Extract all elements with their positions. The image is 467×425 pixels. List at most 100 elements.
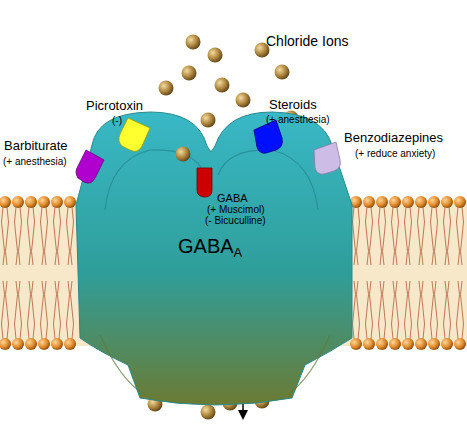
chloride-ion [275,65,290,80]
lipid-tail [58,281,61,339]
lipid-tail [431,207,434,265]
lipid-head [25,338,37,350]
lipid-head [51,338,63,350]
lipid-tail [392,281,395,339]
chloride-ion [182,66,197,81]
lipid-tail [41,207,44,265]
picrotoxin-site [119,118,150,151]
lipid-tail [6,207,9,265]
lipid-tail [418,207,421,265]
lipid-head [64,338,76,350]
ligand-name: GABA [217,192,248,204]
lipid-tail [422,207,425,265]
lipid-tail [396,207,399,265]
lipid-head [402,338,414,350]
lipid-tail [448,207,451,265]
lipid-tail [457,281,460,339]
lipid-tail [461,207,464,265]
lipid-tail [32,207,35,265]
lipid-tail [2,207,5,265]
chloride-ion [186,35,201,50]
receptor-label: GABA [178,235,234,257]
effect-note: (+ Muscimol) [207,204,265,215]
drug-name: Steroids [269,98,317,112]
lipid-tail [409,207,412,265]
lipid-tail [71,207,74,265]
lipid-head [38,196,50,208]
lipid-head [441,196,453,208]
lipid-tail [444,207,447,265]
lipid-tail [67,207,70,265]
lipid-tail [379,281,382,339]
lipid-head [12,196,24,208]
effect-note: (-) [112,115,122,126]
lipid-tail [19,281,22,339]
chloride-ion [176,147,191,162]
ion-label: Chloride Ions [266,34,349,49]
lipid-tail [422,281,425,339]
receptor-name: GABAA [178,235,242,260]
lipid-head [363,196,375,208]
lipid-tail [383,207,386,265]
subunit-contour [105,150,318,210]
barbiturate-site [76,150,104,183]
lipid-tail [405,207,408,265]
lipid-tail [54,281,57,339]
lipid-tail [366,207,369,265]
gaba-site [197,168,212,197]
lipid-head [428,338,440,350]
lipid-head [363,338,375,350]
lipid-tail [366,281,369,339]
lipid-head [415,196,427,208]
lipid-tail [2,281,5,339]
lipid-tail [353,207,356,265]
lipid-tail [435,207,438,265]
receptor-channel: GABAA [60,100,370,415]
lipid-tail [45,281,48,339]
effect-note: (- Bicuculline) [205,215,266,226]
lipid-head [51,196,63,208]
drug-name: Picrotoxin [86,99,143,113]
chloride-ion [208,48,223,63]
effect-note: (+ anesthesia) [266,114,330,125]
lipid-tail [461,281,464,339]
lipid-tail [396,281,399,339]
lipid-tail [54,207,57,265]
lipid-head [350,338,362,350]
lipid-tail [418,281,421,339]
lipid-head [454,196,466,208]
lipid-tail [457,207,460,265]
lipid-head [376,196,388,208]
lipid-tail [435,281,438,339]
lipid-head [402,196,414,208]
lipid-tail [67,281,70,339]
lipid-tail [409,281,412,339]
subunit-contour [100,335,330,395]
benzodiazepine-site [314,142,340,174]
drug-name: Barbiturate [4,139,68,153]
lipid-tail [15,281,18,339]
lipid-tail [41,281,44,339]
lipid-tail [19,207,22,265]
chloride-ion [201,113,216,128]
lipid-head [415,338,427,350]
lipid-head [454,338,466,350]
lipid-tail [45,207,48,265]
lipid-head [12,338,24,350]
effect-note: (+ anesthesia) [3,156,67,167]
lipid-tail [405,281,408,339]
lipid-tail [357,281,360,339]
lipid-tail [28,281,31,339]
lipid-tail [357,207,360,265]
lipid-head [428,196,440,208]
lipid-head [0,338,11,350]
lipid-head [38,338,50,350]
lipid-tail [6,281,9,339]
lipid-tail [379,207,382,265]
lipid-tail [383,281,386,339]
lipid-head [64,196,76,208]
effect-note: (+ reduce anxiety) [355,148,435,159]
lipid-head [376,338,388,350]
lipid-tail [448,281,451,339]
drug-name: Benzodiazepines [344,131,443,145]
